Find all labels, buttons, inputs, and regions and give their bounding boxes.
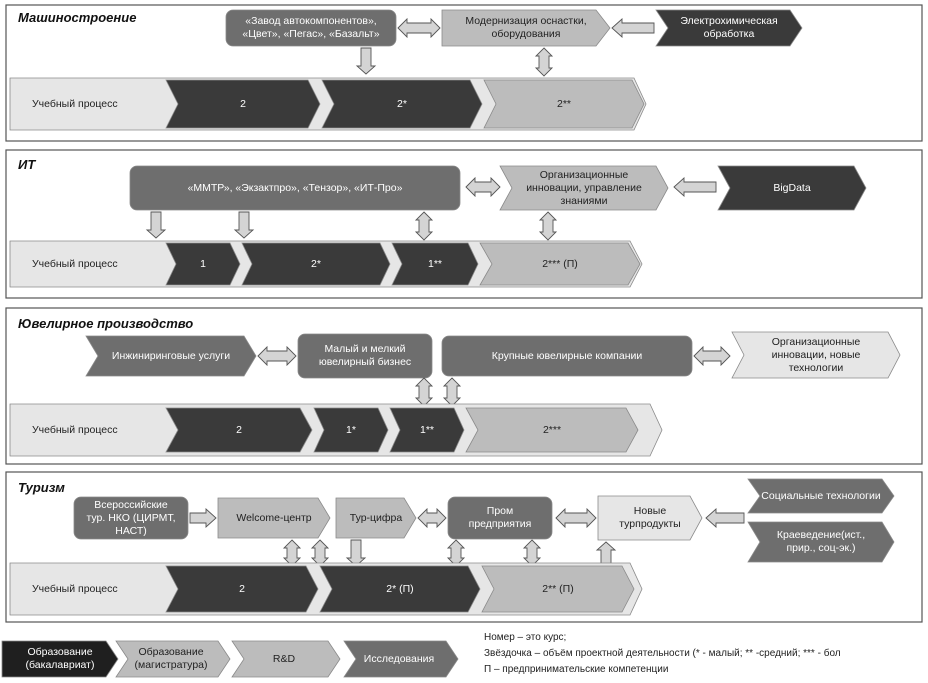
process-stage-bachelor — [313, 407, 389, 453]
social-tech-box — [747, 478, 895, 514]
process-stage-bachelor — [389, 407, 465, 453]
section-title-it: ИТ — [18, 157, 36, 172]
org-innovation-box — [499, 165, 669, 211]
bidirectional-arrow — [693, 345, 731, 367]
bidirectional-arrow — [397, 17, 441, 39]
process-stage-bachelor — [165, 565, 319, 613]
process-stage-bachelor — [391, 242, 479, 286]
section-title-tourism: Туризм — [18, 480, 65, 495]
down-arrow — [355, 47, 377, 75]
down-arrow — [345, 539, 367, 567]
vertical-bidirectional-arrow — [534, 47, 554, 77]
bidirectional-arrow — [555, 507, 597, 529]
down-arrow — [233, 211, 255, 239]
companies-box — [129, 165, 461, 211]
process-stage-bachelor — [321, 79, 483, 129]
welcome-center-box — [217, 497, 331, 539]
bidirectional-arrow — [417, 507, 447, 529]
small-business-box — [297, 333, 433, 379]
right-arrow — [189, 507, 217, 529]
process-bar — [9, 77, 647, 131]
industry-box — [447, 496, 553, 540]
legend-research-swatch — [343, 640, 459, 678]
tur-digital-box — [335, 497, 417, 539]
electrochem-box — [655, 9, 803, 47]
legend-master-swatch — [115, 640, 231, 678]
bidirectional-arrow — [465, 176, 501, 198]
legend-bachelor-swatch — [1, 640, 119, 678]
process-bar — [9, 562, 643, 616]
process-stage-master — [465, 407, 639, 453]
left-arrow — [611, 17, 655, 39]
large-companies-box — [441, 335, 693, 377]
process-stage-bachelor — [165, 407, 313, 453]
vertical-bidirectional-arrow — [414, 211, 434, 241]
bidirectional-arrow — [257, 345, 297, 367]
process-stage-bachelor — [165, 242, 241, 286]
process-stage-master — [479, 242, 641, 286]
org-innovation-box — [731, 331, 901, 379]
process-stage-bachelor — [319, 565, 481, 613]
modernization-box — [441, 9, 611, 47]
process-stage-bachelor — [165, 79, 321, 129]
down-arrow — [145, 211, 167, 239]
local-history-box — [747, 521, 895, 563]
bigdata-box — [717, 165, 867, 211]
legend-rnd-swatch — [231, 640, 341, 678]
process-stage-master — [483, 79, 645, 129]
companies-box — [225, 9, 397, 47]
left-arrow — [673, 176, 717, 198]
new-products-box — [597, 495, 703, 541]
nko-box — [73, 496, 189, 540]
vertical-bidirectional-arrow — [538, 211, 558, 241]
section-title-jewelry: Ювелирное производство — [18, 316, 194, 331]
legend-note-p: П – предпринимательские компетенции — [484, 664, 669, 675]
engineering-box — [85, 335, 257, 377]
section-title-machine: Машиностроение — [18, 10, 137, 25]
left-arrow — [705, 507, 745, 529]
legend-note-stars: Звёздочка – объём проектной деятельности… — [484, 648, 841, 659]
legend-note-course: Номер – это курс; — [484, 632, 567, 643]
process-stage-master — [481, 565, 635, 613]
process-stage-bachelor — [241, 242, 391, 286]
